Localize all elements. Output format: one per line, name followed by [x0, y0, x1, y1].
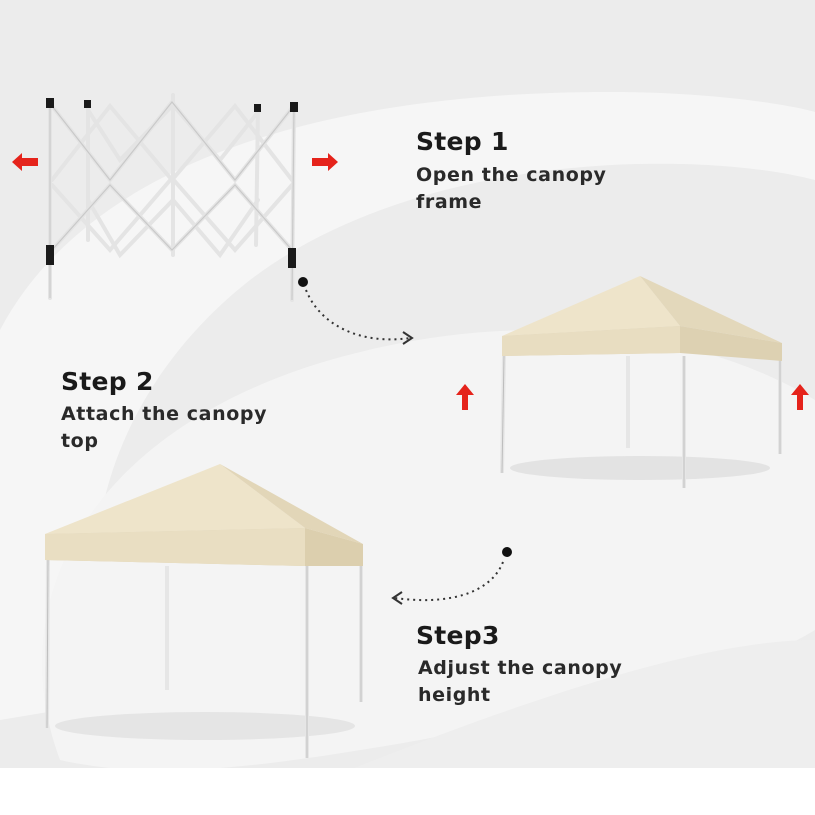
arrow-up-icon — [791, 384, 809, 410]
step-3-line-1: Adjust the canopy — [418, 657, 623, 679]
folded-frame-illustration — [46, 93, 298, 302]
step-2-line-1: Attach the canopy — [61, 403, 268, 425]
step-2-description: Attach the canopy top — [61, 401, 321, 455]
step-3-title: Step3 — [416, 621, 500, 650]
dotted-curve-arrow-icon — [391, 547, 512, 605]
arrow-up-icon — [456, 384, 474, 410]
arrow-left-icon — [12, 153, 38, 171]
canopy-illustration-large — [45, 464, 363, 758]
canopy-illustration-small — [500, 276, 782, 488]
step-3-description: Adjust the canopy height — [418, 655, 698, 709]
step-1-line-1: Open the canopy — [416, 164, 607, 186]
step-1-description: Open the canopy frame — [416, 162, 676, 216]
step-2-title: Step 2 — [61, 367, 154, 396]
arrow-right-icon — [312, 153, 338, 171]
step-2-line-2: top — [61, 430, 99, 452]
step-3-line-2: height — [418, 684, 491, 706]
step-1-line-2: frame — [416, 191, 483, 213]
step-1-title: Step 1 — [416, 127, 509, 156]
dotted-curve-arrow-icon — [298, 277, 414, 345]
